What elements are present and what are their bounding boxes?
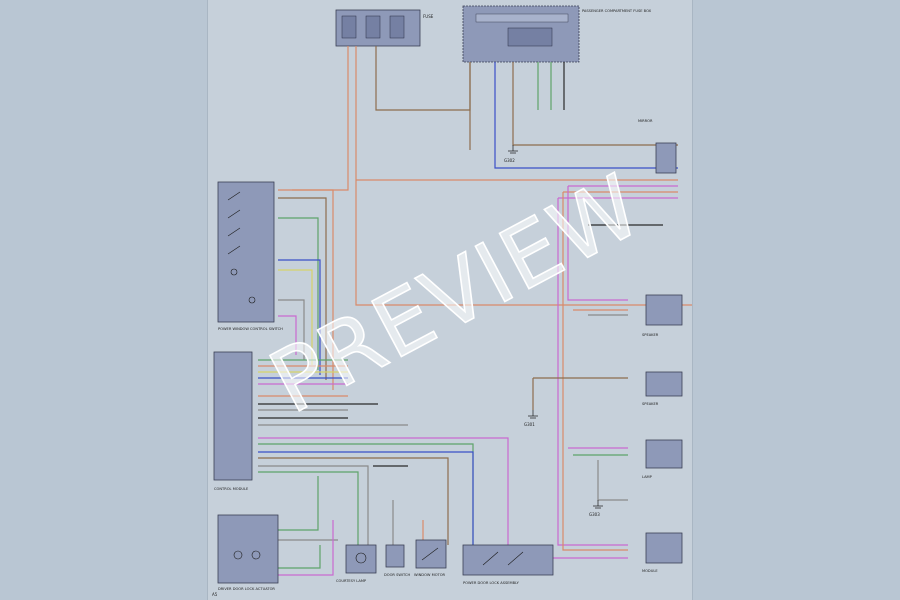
ground-symbol-2	[508, 145, 518, 154]
window-regulator-switch-label: POWER WINDOW CONTROL SWITCH	[218, 327, 283, 331]
fuse-block-label: FUSE	[423, 14, 434, 19]
courtesy-lamp-label: COURTESY LAMP	[336, 579, 367, 583]
ground-symbol-1	[528, 410, 538, 419]
courtesy-lamp	[345, 544, 377, 574]
speaker-a	[645, 294, 683, 326]
driver-door-lock-actuator-label: DRIVER DOOR LOCK ACTUATOR	[218, 587, 275, 591]
mirror-connector	[655, 142, 677, 174]
fuse-block-left	[335, 9, 421, 47]
window-regulator-switch	[217, 181, 275, 323]
ground-label-3: G303	[589, 512, 600, 517]
ground-label-2: G302	[504, 158, 515, 163]
lamp-unit	[645, 439, 683, 469]
window-motor-label: WINDOW MOTOR	[414, 573, 446, 577]
door-switch-label: DOOR SWITCH	[384, 573, 410, 577]
lamp-unit-label: LAMP	[642, 475, 653, 479]
wiring-diagram-sheet: FUSE PASSENGER COMPARTMENT FUSE BOX	[208, 0, 692, 600]
wire-harness	[258, 46, 692, 576]
power-door-lock-assembly	[462, 544, 554, 576]
ground-symbol-3	[593, 500, 603, 509]
speaker-a-label: SPEAKER	[642, 333, 659, 337]
driver-door-lock-actuator	[217, 514, 279, 584]
control-module	[213, 351, 253, 481]
speaker-b	[645, 371, 683, 397]
speaker-b-label: SPEAKER	[642, 402, 659, 406]
module-e-label: MODULE	[642, 569, 658, 573]
sheet-id: A5	[212, 592, 218, 597]
power-door-lock-assembly-label: POWER DOOR LOCK ASSEMBLY	[463, 581, 520, 585]
door-switch	[385, 544, 405, 568]
window-motor	[415, 539, 447, 569]
mirror-connector-label: MIRROR	[638, 119, 653, 123]
control-module-label: CONTROL MODULE	[214, 487, 249, 491]
ground-label-1: G301	[524, 422, 535, 427]
wiring-diagram-canvas: FUSE PASSENGER COMPARTMENT FUSE BOX	[212, 5, 692, 597]
power-distribution-box-label: PASSENGER COMPARTMENT FUSE BOX	[582, 9, 652, 13]
module-e	[645, 532, 683, 564]
fuse-block-right	[462, 5, 580, 63]
